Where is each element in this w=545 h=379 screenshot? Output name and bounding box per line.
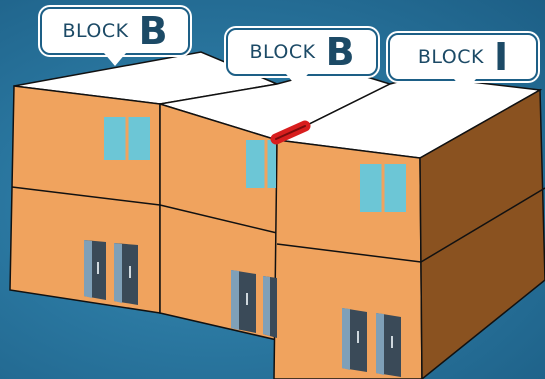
callout-pointer — [104, 53, 126, 66]
door-icon — [231, 270, 256, 333]
callout-pointer — [286, 74, 308, 87]
door-icon — [376, 313, 401, 377]
label-block-b-left: BLOCK B — [40, 7, 190, 66]
door-icon — [263, 276, 277, 338]
wall-block-i-side — [419, 88, 545, 379]
label-block-b-middle: BLOCK B — [226, 28, 378, 87]
label-word: BLOCK — [417, 46, 484, 68]
door-icon — [114, 243, 138, 305]
window-icon — [360, 164, 406, 212]
label-letter: B — [325, 30, 355, 74]
door-icon — [342, 308, 367, 372]
window-icon — [246, 140, 276, 188]
label-word: BLOCK — [249, 41, 316, 63]
label-letter: I — [493, 35, 509, 79]
door-icon — [84, 240, 106, 300]
connector-highlight-icon — [270, 120, 311, 145]
callout-pointer — [454, 79, 476, 92]
label-word: BLOCK — [62, 20, 129, 42]
label-block-i: BLOCK I — [388, 33, 538, 92]
wall-block-b-middle — [159, 102, 278, 341]
window-icon — [104, 117, 150, 160]
label-letter: B — [138, 9, 168, 53]
